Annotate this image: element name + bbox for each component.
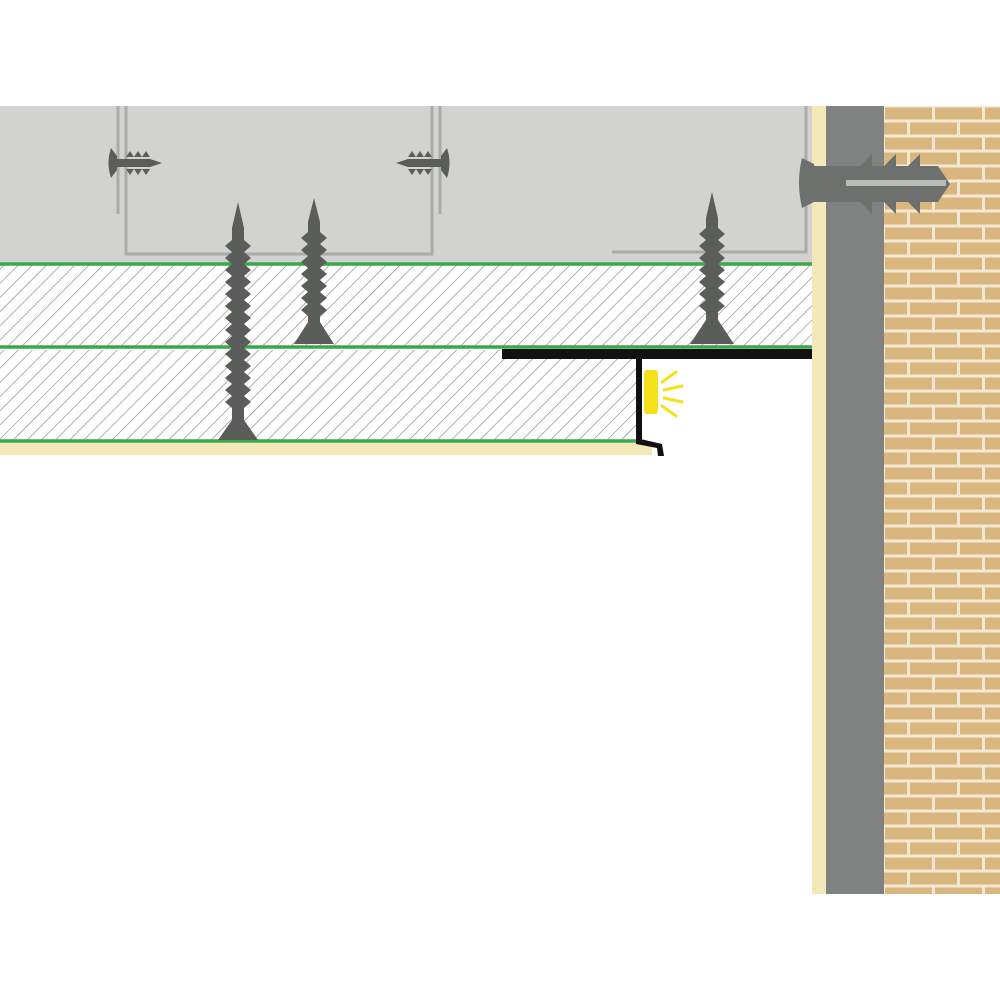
ceiling-void <box>0 106 812 264</box>
drywall-screw <box>396 148 450 178</box>
aluminium-led-profile <box>502 349 812 456</box>
lower-gypsum-board <box>0 350 638 440</box>
wall-insulation-layer <box>826 106 884 894</box>
wall-plaster <box>812 106 826 894</box>
brick-wall <box>884 106 1000 894</box>
wall-plug-anchor <box>799 154 950 214</box>
drywall-screw <box>218 202 258 440</box>
drywall-screw <box>294 198 334 344</box>
upper-gypsum-board <box>0 264 812 346</box>
led-light-source <box>644 370 684 418</box>
finish-strip <box>0 443 652 455</box>
drywall-screw <box>108 148 162 178</box>
drywall-screw <box>690 192 734 344</box>
